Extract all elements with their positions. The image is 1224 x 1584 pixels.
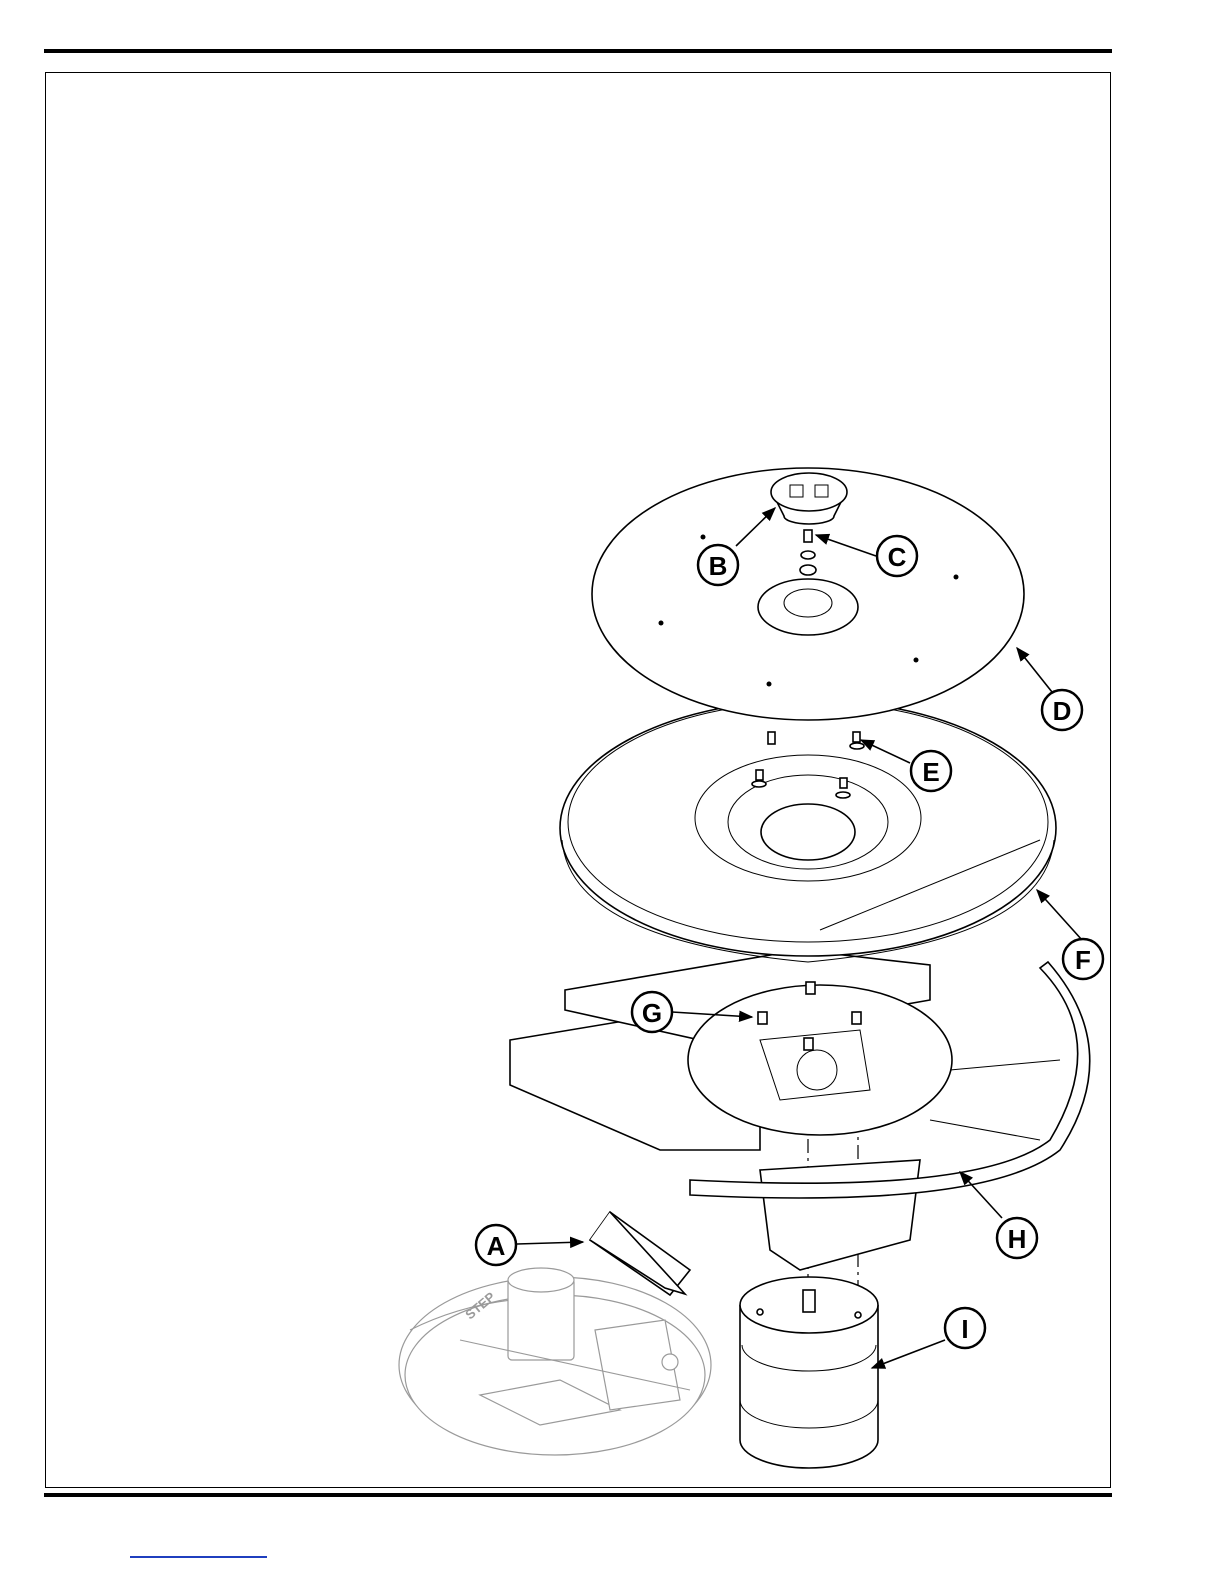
- housing-base: STEP: [399, 1268, 711, 1455]
- callout-e-label: E: [922, 757, 939, 787]
- leader-f: [1037, 890, 1082, 940]
- callout-h-label: H: [1008, 1224, 1027, 1254]
- callout-f-label: F: [1075, 945, 1091, 975]
- callout-h: H: [997, 1218, 1037, 1258]
- callout-e: E: [911, 751, 951, 791]
- callout-b: B: [698, 545, 738, 585]
- part-i-motor: [740, 1277, 878, 1468]
- callout-g-label: G: [642, 998, 662, 1028]
- leader-d: [1017, 648, 1052, 692]
- callout-a: A: [476, 1225, 516, 1265]
- callout-c: C: [877, 536, 917, 576]
- callout-i-label: I: [961, 1314, 968, 1344]
- part-h-drive-assembly: [510, 950, 1090, 1270]
- callout-g: G: [632, 992, 672, 1032]
- callout-a-label: A: [487, 1231, 506, 1261]
- leader-a: [517, 1242, 583, 1244]
- callout-c-label: C: [888, 542, 907, 572]
- part-f-shroud: [560, 700, 1056, 962]
- callout-i: I: [945, 1308, 985, 1348]
- callout-d: D: [1042, 690, 1082, 730]
- callout-f: F: [1063, 939, 1103, 979]
- callout-d-label: D: [1053, 696, 1072, 726]
- callout-b-label: B: [709, 551, 728, 581]
- leader-i: [872, 1340, 945, 1368]
